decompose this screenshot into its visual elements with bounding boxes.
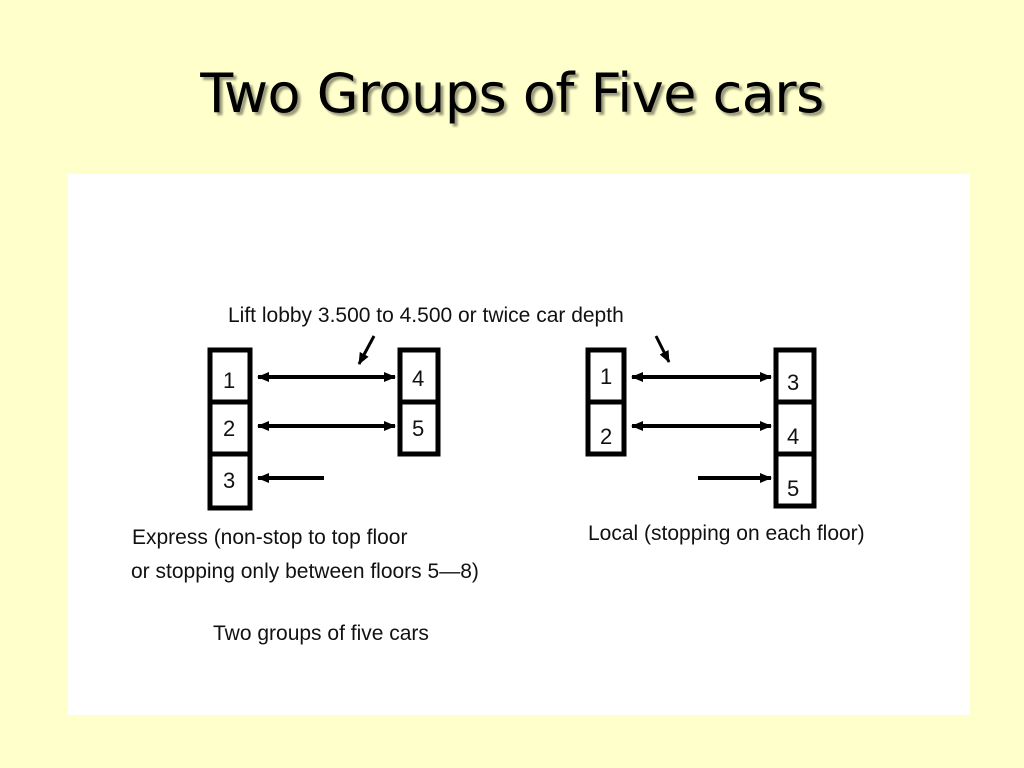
local-car-5	[773, 451, 817, 509]
local-car-2	[585, 399, 627, 457]
express-car-1-label: 1	[223, 368, 235, 393]
figure-caption: Two groups of five cars	[213, 622, 429, 645]
local-caption: Local (stopping on each floor)	[588, 522, 865, 545]
express-car-2-label: 2	[223, 416, 235, 441]
diagram-panel: Lift lobby 3.500 to 4.500 or twice car d…	[68, 174, 970, 715]
local-car-3-label: 3	[787, 370, 799, 395]
lobby-pointer-local	[654, 335, 671, 363]
lobby-pointer-express	[357, 335, 376, 365]
express-caption-line1: Express (non-stop to top floor	[132, 526, 407, 549]
local-car-1-label: 1	[600, 364, 612, 389]
express-car-3-label: 3	[223, 468, 235, 493]
express-caption-line2: or stopping only between floors 5—8)	[131, 560, 479, 583]
express-car-5-label: 5	[412, 416, 424, 441]
lobby-label: Lift lobby 3.500 to 4.500 or twice car d…	[228, 304, 624, 327]
express-car-4-label: 4	[412, 366, 424, 391]
express-car-3	[207, 451, 253, 511]
local-car-2-label: 2	[600, 424, 612, 449]
local-left-bank: 1 2	[585, 347, 627, 457]
express-car-5	[397, 399, 441, 457]
express-right-bank: 4 5	[397, 347, 441, 457]
slide-title: Two Groups of Five cars	[200, 62, 824, 125]
local-right-bank: 3 4 5	[773, 347, 817, 509]
local-car-5-label: 5	[787, 476, 799, 501]
lift-diagram: Lift lobby 3.500 to 4.500 or twice car d…	[131, 304, 865, 645]
express-left-bank: 1 2 3	[207, 347, 253, 511]
local-car-4-label: 4	[787, 424, 799, 449]
